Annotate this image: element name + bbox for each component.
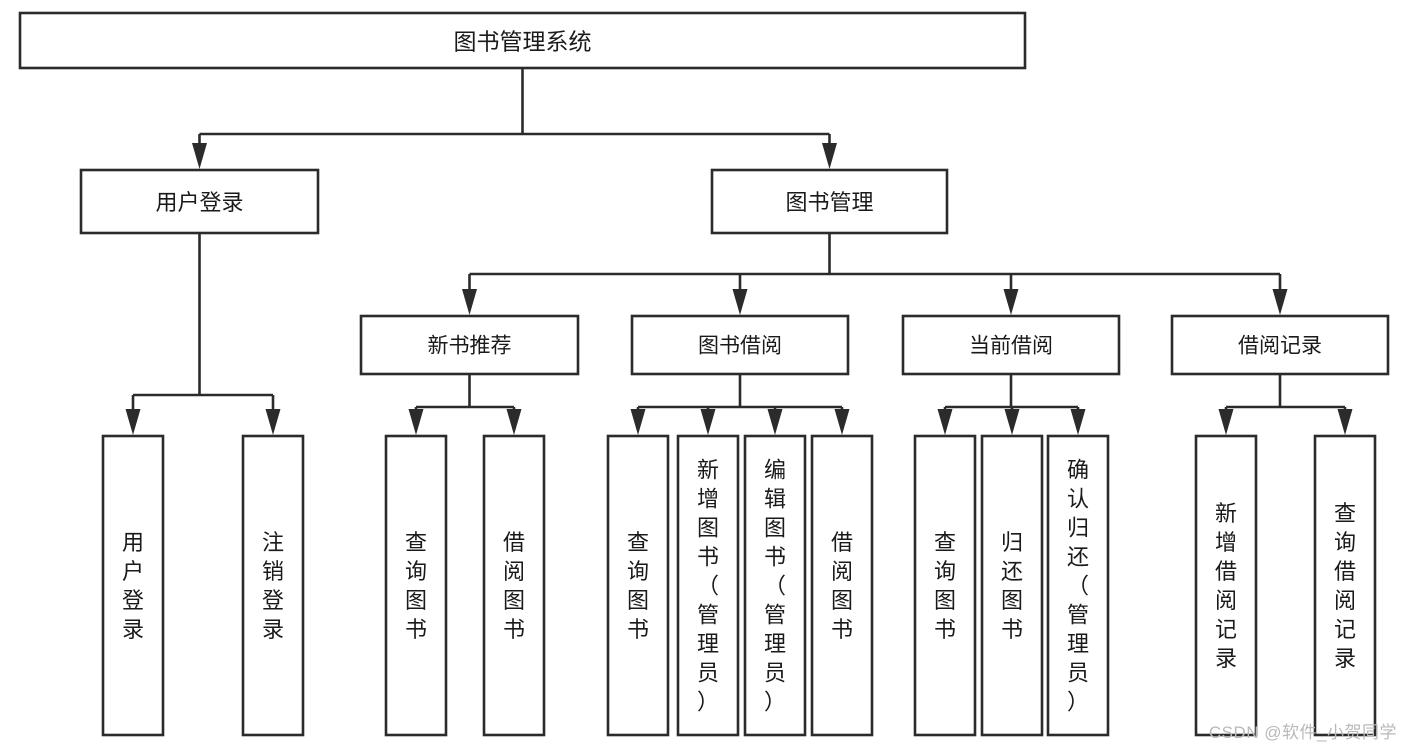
arrowhead-4-1	[700, 409, 716, 435]
arrowhead-2-1	[732, 289, 748, 315]
node-box-leaf_5	[676, 434, 740, 737]
node-box-leaf_10	[1046, 434, 1110, 737]
node-l3_1[interactable]: 图书借阅	[630, 314, 850, 376]
connector-layer	[125, 68, 1353, 435]
node-box-l2_1	[710, 168, 949, 235]
node-l3_3[interactable]: 借阅记录	[1170, 314, 1390, 376]
node-label-leaf_2: 查询图书	[405, 530, 427, 642]
arrowhead-1-1	[265, 409, 281, 435]
node-leaf_7[interactable]: 借阅图书	[810, 434, 874, 737]
node-label-leaf_8: 查询图书	[934, 530, 956, 642]
node-box-leaf_6	[743, 434, 807, 737]
node-label-leaf_11: 新增借阅记录	[1215, 501, 1237, 671]
arrowhead-4-3	[834, 409, 850, 435]
arrowhead-5-1	[1004, 409, 1020, 435]
node-box-l2_0	[79, 168, 320, 235]
arrowhead-2-0	[462, 289, 477, 315]
node-leaf_3[interactable]: 借阅图书	[482, 434, 546, 737]
node-label-l3_0: 新书推荐	[428, 335, 512, 358]
node-l2_0[interactable]: 用户登录	[79, 168, 320, 235]
node-label-leaf_7: 借阅图书	[831, 530, 853, 642]
node-label-leaf_1: 注销登录	[262, 530, 284, 642]
arrowhead-3-1	[506, 409, 522, 435]
node-box-leaf_12	[1313, 434, 1377, 737]
node-label-l2_1: 图书管理	[785, 190, 873, 215]
node-box-leaf_1	[241, 434, 305, 737]
node-label-leaf_10: 确认归还（管理员）	[1067, 458, 1089, 715]
node-leaf_4[interactable]: 查询图书	[606, 434, 670, 737]
node-label-leaf_6: 编辑图书（管理员）	[764, 458, 786, 715]
node-box-l3_0	[359, 314, 580, 376]
arrowhead-4-0	[630, 409, 646, 435]
node-label-l3_2: 当前借阅	[969, 335, 1053, 358]
node-label-leaf_4: 查询图书	[627, 530, 649, 642]
node-leaf_9[interactable]: 归还图书	[980, 434, 1044, 737]
node-box-root	[18, 11, 1027, 70]
node-l3_0[interactable]: 新书推荐	[359, 314, 580, 376]
arrowhead-5-2	[1070, 409, 1086, 435]
node-box-l3_1	[630, 314, 850, 376]
node-box-leaf_9	[980, 434, 1044, 737]
node-box-leaf_4	[606, 434, 670, 737]
arrowhead-1-0	[125, 409, 141, 435]
node-label-root: 图书管理系统	[454, 29, 592, 55]
node-layer: 图书管理系统用户登录图书管理新书推荐图书借阅当前借阅借阅记录用户登录注销登录查询…	[18, 11, 1390, 737]
node-box-leaf_8	[913, 434, 977, 737]
arrowhead-2-3	[1272, 289, 1288, 315]
node-box-leaf_0	[101, 434, 165, 737]
arrowhead-2-2	[1003, 289, 1019, 315]
node-root[interactable]: 图书管理系统	[18, 11, 1027, 70]
node-box-leaf_11	[1194, 434, 1258, 737]
node-box-l3_2	[901, 314, 1121, 376]
node-box-l3_3	[1170, 314, 1390, 376]
node-label-l2_0: 用户登录	[155, 190, 243, 215]
node-l2_1[interactable]: 图书管理	[710, 168, 949, 235]
node-leaf_8[interactable]: 查询图书	[913, 434, 977, 737]
arrowhead-5-0	[937, 409, 953, 435]
node-l3_2[interactable]: 当前借阅	[901, 314, 1121, 376]
arrowhead-0-0	[192, 143, 207, 169]
arrowhead-4-2	[767, 409, 783, 435]
node-label-leaf_12: 查询借阅记录	[1334, 501, 1356, 671]
node-label-l3_1: 图书借阅	[698, 335, 782, 358]
arrowhead-0-1	[822, 143, 837, 169]
node-leaf_1[interactable]: 注销登录	[241, 434, 305, 737]
arrowhead-3-0	[408, 409, 424, 435]
node-box-leaf_3	[482, 434, 546, 737]
node-label-leaf_5: 新增图书（管理员）	[697, 458, 719, 715]
node-label-leaf_3: 借阅图书	[503, 530, 525, 642]
node-leaf_12[interactable]: 查询借阅记录	[1313, 434, 1377, 737]
node-box-leaf_2	[384, 434, 448, 737]
node-leaf_10[interactable]: 确认归还（管理员）	[1046, 434, 1110, 737]
node-leaf_6[interactable]: 编辑图书（管理员）	[743, 434, 807, 737]
node-leaf_5[interactable]: 新增图书（管理员）	[676, 434, 740, 737]
node-label-leaf_0: 用户登录	[122, 530, 144, 642]
node-leaf_11[interactable]: 新增借阅记录	[1194, 434, 1258, 737]
arrowhead-6-1	[1337, 409, 1353, 435]
node-leaf_0[interactable]: 用户登录	[101, 434, 165, 737]
node-label-l3_3: 借阅记录	[1238, 335, 1322, 358]
node-label-leaf_9: 归还图书	[1001, 530, 1023, 642]
node-leaf_2[interactable]: 查询图书	[384, 434, 448, 737]
arrowhead-6-0	[1218, 409, 1234, 435]
node-box-leaf_7	[810, 434, 874, 737]
